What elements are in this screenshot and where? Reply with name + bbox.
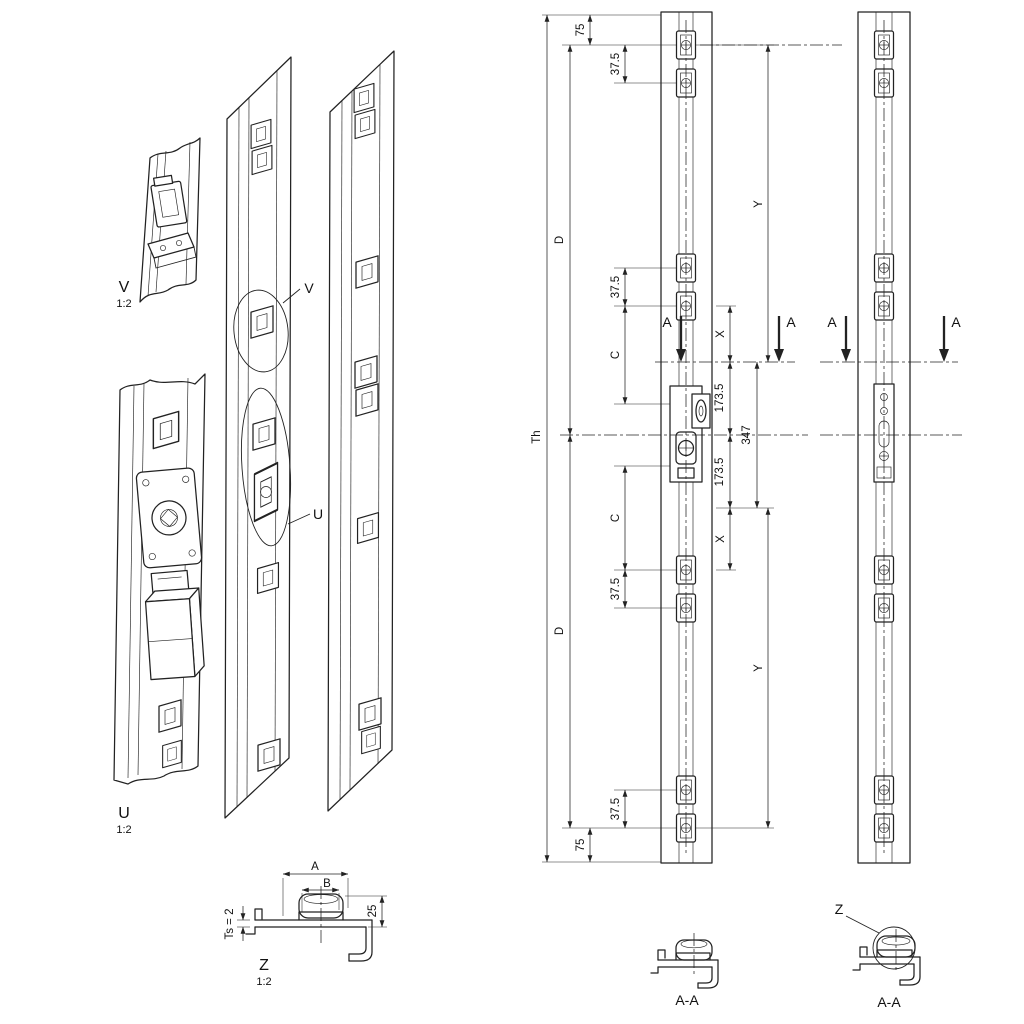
dim-profile-b: B [323, 878, 331, 890]
section-view-aa-left: A-A [650, 933, 719, 1008]
dim-347: 347 [741, 425, 753, 444]
iso-rail-back [327, 50, 395, 812]
dim-profile-25: 25 [367, 905, 379, 918]
iso-rail-front [224, 56, 292, 819]
detail-u-label: U [118, 805, 130, 822]
detail-z-label: Z [259, 957, 269, 974]
section-cut-back: A A [820, 314, 961, 363]
elevation-view-back [857, 11, 911, 864]
dim-37-5-4: 37.5 [610, 798, 622, 820]
dim-37-5-2: 37.5 [610, 276, 622, 298]
dim-profile-a: A [311, 861, 319, 873]
dim-75-top: 75 [575, 24, 587, 37]
detail-view-u: U 1:2 [113, 373, 206, 836]
elevation-view-front [660, 11, 713, 864]
detail-v-label: V [119, 279, 130, 296]
section-arrow-label-a4: A [951, 314, 961, 330]
section-arrow-label-a1: A [662, 314, 672, 330]
callout-z-label: Z [835, 901, 844, 917]
callout-v: V [233, 280, 314, 373]
dim-x-lower: X [715, 535, 727, 543]
callout-u: U [240, 387, 323, 547]
section-view-aa-right: Z A-A [835, 901, 921, 1010]
dim-total-height: Th [531, 430, 543, 443]
callout-v-label: V [304, 280, 314, 296]
section-arrow-label-a2: A [786, 314, 796, 330]
dim-y-upper: Y [753, 200, 765, 208]
keeper-detail [150, 174, 188, 228]
detail-z-scale: 1:2 [256, 976, 271, 988]
dimension-lines [544, 14, 771, 863]
gearbox-detail [135, 467, 203, 569]
dim-c-lower: C [610, 514, 622, 522]
section-cut-front: A A [655, 314, 796, 363]
dim-d-upper: D [554, 236, 566, 244]
dim-75-bottom: 75 [575, 839, 587, 852]
detail-u-scale: 1:2 [116, 824, 131, 836]
detail-view-v: V 1:2 [116, 137, 201, 310]
dim-x-upper: X [715, 330, 727, 338]
detail-v-scale: 1:2 [116, 298, 131, 310]
callout-u-label: U [313, 506, 323, 522]
dim-37-5-3: 37.5 [610, 578, 622, 600]
dim-c-upper: C [610, 351, 622, 359]
lock-body-detail [144, 587, 205, 681]
section-left-label: A-A [675, 992, 699, 1008]
dimension-labels: Th 75 75 37.5 D 37.5 C X 173.5 173.5 347… [531, 24, 765, 852]
dim-173-5-lower: 173.5 [714, 458, 726, 487]
bracket-detail [147, 232, 197, 269]
dim-173-5-upper: 173.5 [714, 384, 726, 413]
section-right-label: A-A [877, 994, 901, 1010]
dim-d-lower: D [554, 627, 566, 635]
dim-y-lower: Y [753, 664, 765, 672]
dim-37-5-1: 37.5 [610, 53, 622, 75]
detail-view-z: A B 25 Ts = 2 Z 1:2 [224, 861, 387, 988]
dim-profile-ts: Ts = 2 [224, 908, 236, 939]
section-arrow-label-a3: A [827, 314, 837, 330]
dimension-extension-lines [542, 14, 774, 863]
